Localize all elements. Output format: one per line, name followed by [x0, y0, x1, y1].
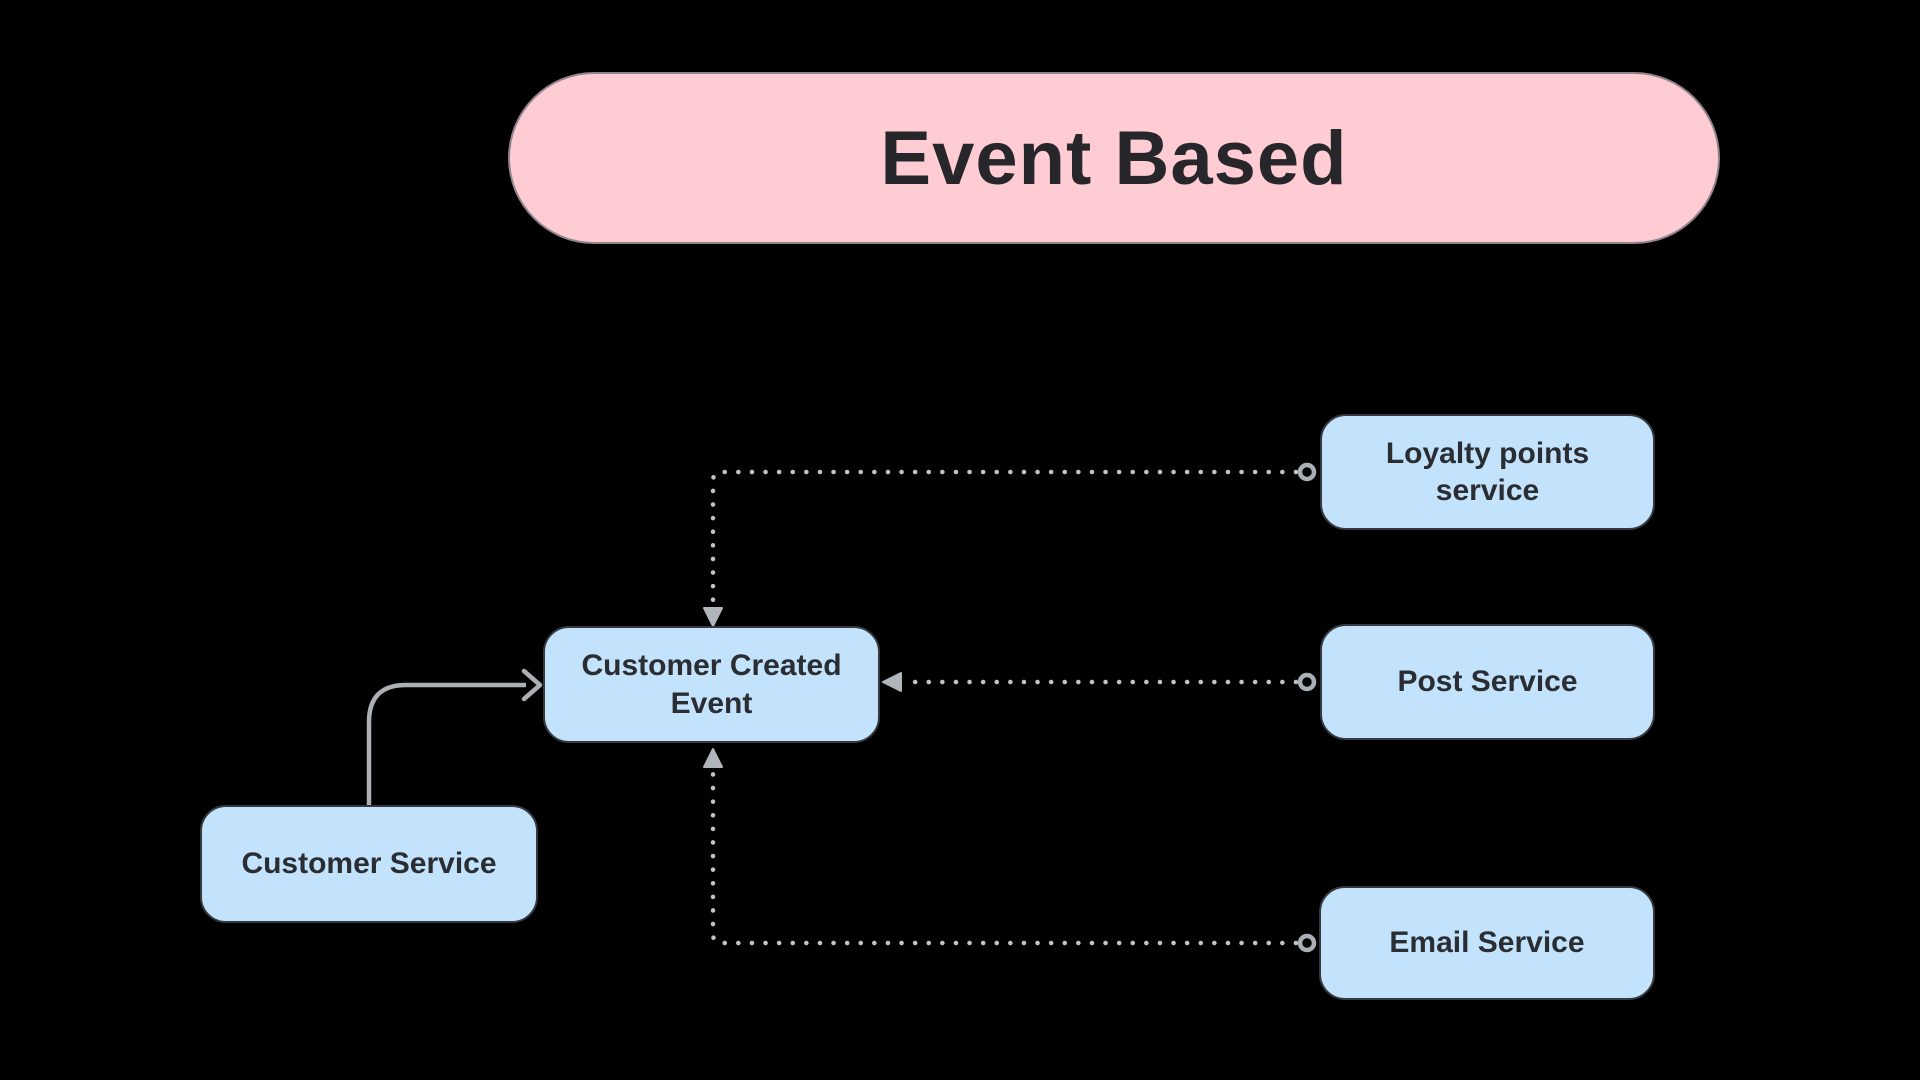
node-post-service: Post Service	[1320, 624, 1655, 740]
node-customer-service: Customer Service	[200, 805, 538, 923]
edge-source-circle-icon	[1297, 462, 1317, 482]
node-customer-created-event: Customer Created Event	[543, 626, 880, 743]
node-label: Customer Created Event	[581, 649, 842, 720]
node-label: Post Service	[1397, 665, 1578, 699]
edge-loyalty-to-event	[703, 462, 1317, 627]
edge-source-circle-icon	[1297, 933, 1317, 953]
arrowhead-up-icon	[703, 748, 723, 768]
edge-source-circle-icon	[1297, 672, 1317, 692]
edge-customer-service-to-event	[366, 668, 543, 805]
node-email-service: Email Service	[1319, 886, 1655, 1000]
node-label: Email Service	[1389, 926, 1585, 960]
edge-post-to-event	[882, 672, 1317, 692]
diagram-title-pill: Event Based	[508, 72, 1720, 244]
node-label: Loyalty points service	[1385, 436, 1590, 508]
arrowhead-chevron-right-icon	[521, 668, 543, 702]
arrowhead-down-icon	[703, 607, 723, 627]
edge-email-to-event	[703, 748, 1317, 953]
node-label: Customer Service	[241, 847, 497, 881]
arrowhead-left-icon	[882, 672, 902, 692]
diagram-title: Event Based	[880, 115, 1348, 201]
node-loyalty-points-service: Loyalty points service	[1320, 414, 1655, 530]
